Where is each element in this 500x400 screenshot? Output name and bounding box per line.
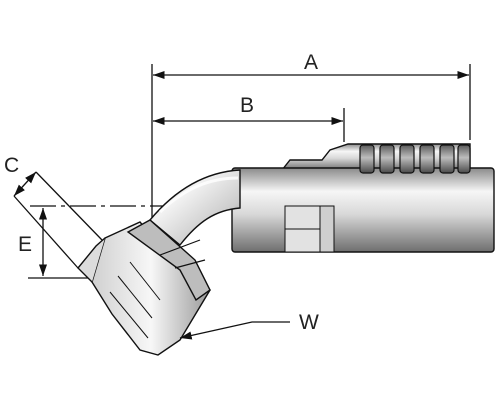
ferrule-ribs [359, 144, 471, 174]
c-extension-lower [13, 195, 79, 269]
dimension-e-label: E [18, 233, 32, 256]
dimension-w-leader [179, 321, 290, 340]
dimension-b-label: B [240, 94, 254, 117]
dimension-a-label: A [304, 51, 318, 74]
c-extension-upper [35, 171, 103, 241]
dimension-w-label: W [299, 311, 319, 334]
dimension-c-arrow [13, 171, 37, 197]
swivel-nut [77, 219, 211, 356]
dimension-c-label: C [4, 154, 19, 177]
dimension-arrows [13, 70, 469, 340]
bend-tube [149, 169, 241, 246]
